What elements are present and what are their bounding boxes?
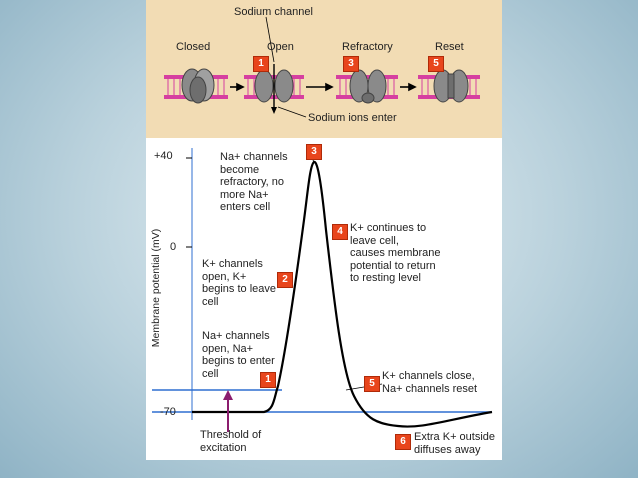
step-badge-4: 4 (332, 224, 348, 240)
step-3-note: Na+ channels become refractory, no more … (220, 151, 288, 213)
tick-label-zero: 0 (170, 241, 177, 253)
action-potential-trace (192, 160, 493, 428)
step-1-note: Na+ channels open, Na+ begins to enter c… (202, 330, 275, 380)
channel-open-icon (254, 69, 294, 103)
step-badge-1: 1 (260, 372, 276, 388)
y-axis-label: Membrane potential (mV) (150, 228, 162, 348)
sodium-ions-arrow (271, 64, 277, 114)
step-5-note: K+ channels close, Na+ channels reset (382, 370, 478, 395)
ions-leader-line (277, 106, 307, 118)
step-4-note: K+ continues to leave cell, causes membr… (350, 222, 441, 284)
step-badge-3: 3 (306, 144, 322, 160)
channel-states-diagram (164, 16, 480, 118)
step-badge-1-top: 1 (253, 56, 269, 72)
sodium-channel-panel: Sodium channel Closed Open Refractory Re… (146, 0, 502, 138)
step-badge-3-top: 3 (343, 56, 359, 72)
state-label-reset: Reset (435, 41, 464, 53)
tick-label-minus70: -70 (160, 406, 176, 418)
state-label-closed: Closed (176, 41, 211, 53)
step-6-note: Extra K+ outside diffuses away (414, 431, 496, 456)
step-2-note: K+ channels open, K+ begins to leave cel… (202, 258, 276, 308)
action-potential-graph (152, 148, 493, 432)
slide: Sodium channel Closed Open Refractory Re… (146, 0, 502, 460)
step-badge-6: 6 (395, 434, 411, 450)
threshold-arrowhead (223, 390, 233, 400)
title-leader-line (265, 16, 275, 63)
tick-label-plus40: +40 (154, 150, 173, 162)
state-label-open: Open (267, 41, 294, 53)
sodium-channel-title: Sodium channel (234, 6, 313, 18)
step-badge-5-top: 5 (428, 56, 444, 72)
channel-refractory-icon (349, 69, 387, 104)
channel-closed-icon (181, 68, 215, 104)
channel-reset-icon (433, 69, 469, 103)
state-arrows (230, 82, 417, 92)
threshold-caption: Threshold of excitation (200, 429, 262, 454)
step-badge-5: 5 (364, 376, 380, 392)
sodium-ions-caption: Sodium ions enter (308, 112, 397, 124)
step-badge-2: 2 (277, 272, 293, 288)
state-label-refractory: Refractory (342, 41, 393, 53)
